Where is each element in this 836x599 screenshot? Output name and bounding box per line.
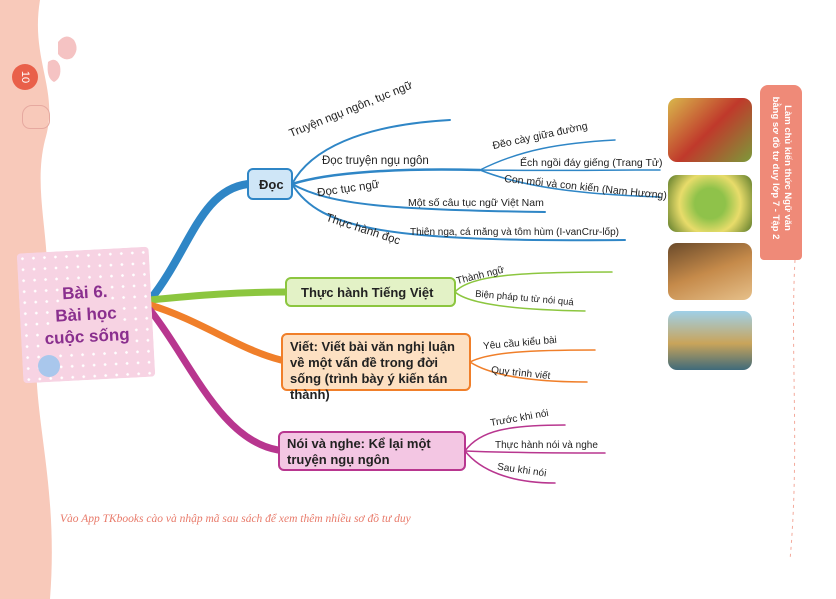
branch-doc-2	[290, 168, 482, 186]
node-viet: Viết: Viết bài văn nghị luận về một vấn …	[281, 333, 471, 402]
branch-doc-2c	[479, 169, 661, 198]
branch-doc-2a	[479, 139, 616, 171]
branch-doc	[146, 180, 252, 304]
right-dashed-line	[789, 259, 796, 561]
node-doc: Đọc	[247, 168, 293, 200]
illustration-con-moi	[668, 243, 752, 300]
node-nn-2: Thực hành nói và nghe	[495, 440, 598, 451]
cloud-decoration	[47, 36, 77, 82]
cat-icon	[22, 105, 50, 129]
illustration-ech	[668, 175, 752, 232]
branch-doc-1	[291, 119, 451, 185]
footer-note: Vào App TKbooks cào và nhập mã sau sách …	[60, 513, 411, 525]
branch-doc-3	[291, 183, 546, 213]
node-noi-nghe: Nói và nghe: Kể lại một truyện ngụ ngôn	[278, 431, 466, 471]
node-doc-3a: Một số câu tục ngữ Việt Nam	[408, 197, 544, 209]
central-line-3: cuộc sống	[42, 322, 133, 351]
illustration-thien-nga	[668, 311, 752, 370]
page-number: 10	[12, 64, 38, 90]
branch-doc-4	[291, 183, 626, 242]
book-title-ribbon	[760, 85, 802, 260]
node-doc-2b: Ếch ngồi đáy giếng (Trang Tử)	[520, 157, 663, 169]
node-doc-4a: Thiên nga, cá măng và tôm hùm (I-vanCrư-…	[410, 227, 619, 238]
ice-cream-icon	[38, 355, 60, 377]
branch-tieng-viet	[146, 288, 289, 304]
node-doc-2: Đọc truyện ngụ ngôn	[322, 155, 429, 167]
branch-noi-nghe	[146, 306, 282, 454]
book-title: Làm chủ kiến thức Ngữ văn bằng sơ đồ tư …	[770, 96, 793, 240]
branch-viet	[146, 301, 285, 364]
node-tieng-viet: Thực hành Tiếng Việt	[285, 277, 456, 307]
illustration-deo-cay	[668, 98, 752, 162]
